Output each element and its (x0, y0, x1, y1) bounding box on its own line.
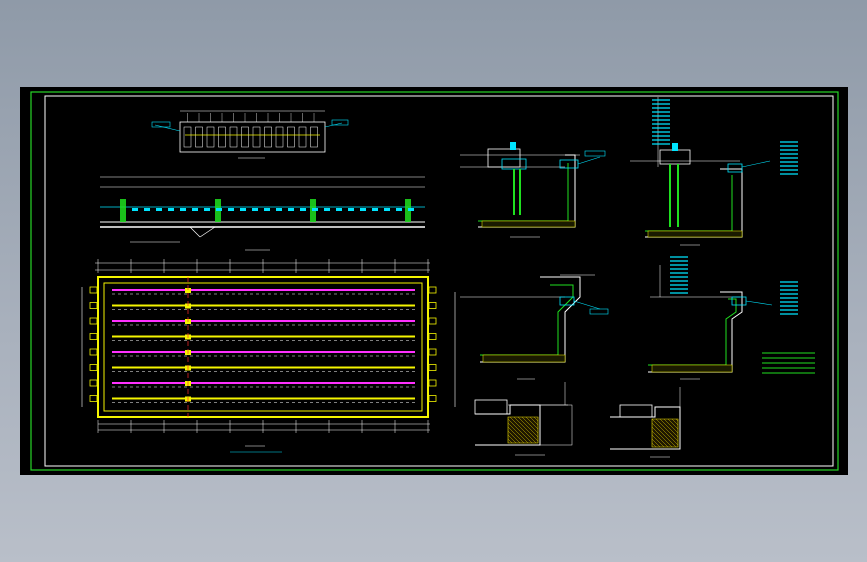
detail-view-2 (630, 97, 798, 246)
detail-view-6 (610, 387, 681, 458)
cad-drawing-canvas (30, 91, 839, 471)
long-section-view (100, 176, 425, 251)
detail-view-1 (460, 142, 606, 238)
detail-view-5 (474, 382, 573, 456)
detail-view-4 (648, 256, 815, 380)
top-elevation-view (151, 110, 349, 159)
plan-outer-wall (97, 276, 429, 418)
detail-view-3 (460, 274, 609, 380)
drawing-sheet (20, 87, 848, 475)
inner-frame (44, 95, 834, 467)
outer-frame (30, 91, 839, 471)
plan-view (81, 259, 456, 453)
